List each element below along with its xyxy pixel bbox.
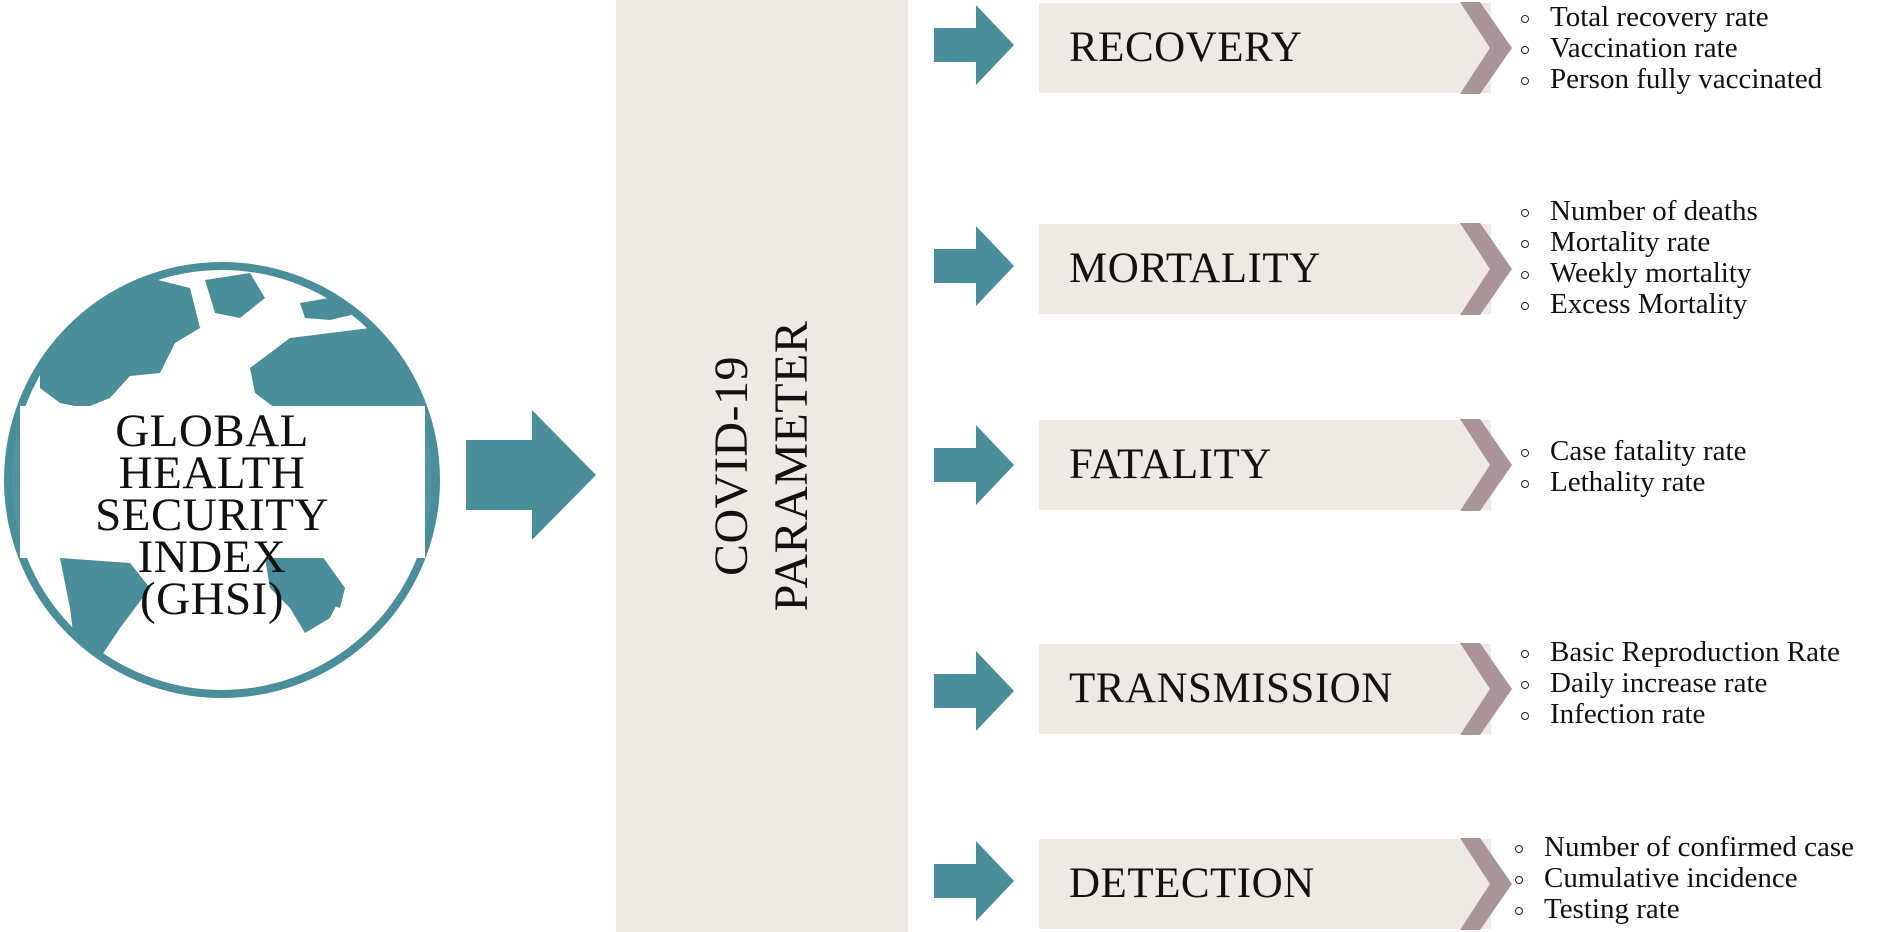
param-title-line: COVID-19 [705,356,758,576]
chevron-right-icon [1460,643,1512,735]
list-item: Case fatality rate [1518,436,1746,467]
category-label: DETECTION [1069,860,1315,907]
list-item: Number of confirmed case [1512,832,1854,863]
bullet-list-mortality: Number of deaths Mortality rate Weekly m… [1518,196,1758,320]
globe-title-line: GLOBAL HEALTH [115,405,309,499]
list-item: Total recovery rate [1518,2,1822,33]
list-item: Excess Mortality [1518,289,1758,320]
globe-title-line: (GHSI) [140,573,284,625]
globe-title-line: SECURITY INDEX [95,489,329,583]
small-arrow-icon [934,226,1014,306]
list-item: Testing rate [1512,894,1854,925]
list-item: Weekly mortality [1518,258,1758,289]
chevron-right-icon [1460,419,1512,511]
category-label: RECOVERY [1069,24,1303,71]
list-item: Cumulative incidence [1512,863,1854,894]
list-item: Number of deaths [1518,196,1758,227]
category-mortality: MORTALITY [1039,224,1491,314]
list-item: Daily increase rate [1518,668,1840,699]
main-arrow-icon [466,410,596,540]
chevron-right-icon [1460,223,1512,315]
globe-title: GLOBAL HEALTH SECURITY INDEX (GHSI) [22,405,402,625]
list-item: Person fully vaccinated [1518,64,1822,95]
list-item: Vaccination rate [1518,33,1822,64]
covid-parameter-title: COVID-19 PARAMETER [702,321,822,612]
category-recovery: RECOVERY [1039,3,1491,93]
small-arrow-icon [934,651,1014,731]
category-label: MORTALITY [1069,245,1321,292]
globe-icon [4,262,440,698]
small-arrow-icon [934,5,1014,85]
list-item: Lethality rate [1518,467,1746,498]
list-item: Mortality rate [1518,227,1758,258]
covid-parameter-panel: COVID-19 PARAMETER [616,0,908,932]
bullet-list-transmission: Basic Reproduction Rate Daily increase r… [1518,637,1840,730]
list-item: Basic Reproduction Rate [1518,637,1840,668]
bullet-list-recovery: Total recovery rate Vaccination rate Per… [1518,2,1822,95]
category-label: FATALITY [1069,441,1272,488]
category-transmission: TRANSMISSION [1039,644,1491,734]
chevron-right-icon [1460,838,1512,930]
category-label: TRANSMISSION [1069,665,1393,712]
small-arrow-icon [934,841,1014,921]
bullet-list-detection: Number of confirmed case Cumulative inci… [1512,832,1854,925]
bullet-list-fatality: Case fatality rate Lethality rate [1518,436,1746,498]
small-arrow-icon [934,425,1014,505]
category-fatality: FATALITY [1039,420,1491,510]
param-title-line: PARAMETER [765,320,818,612]
list-item: Infection rate [1518,699,1840,730]
category-detection: DETECTION [1039,839,1491,929]
chevron-right-icon [1460,2,1512,94]
